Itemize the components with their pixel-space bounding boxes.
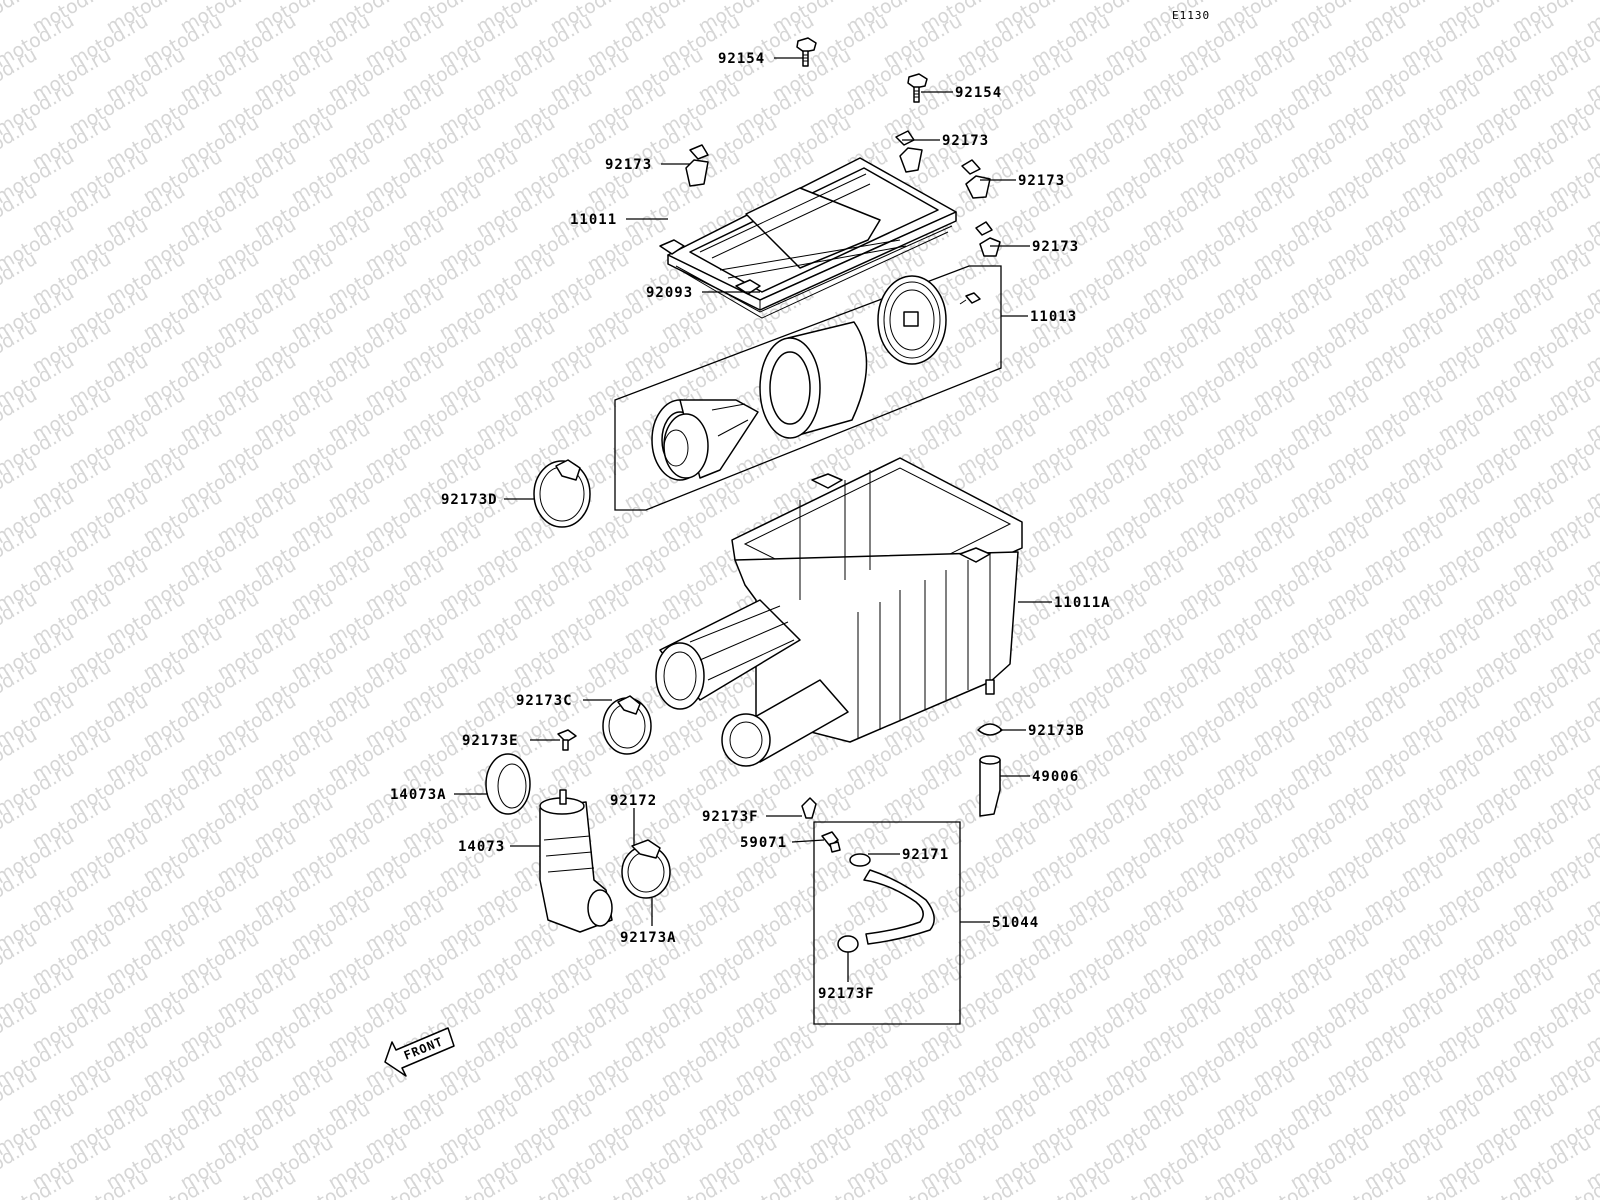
screw-92173E <box>557 729 577 751</box>
label-92173-right-2: 92173 <box>1018 173 1065 189</box>
label-11013: 11013 <box>1030 309 1077 325</box>
label-92173F-lower: 92173F <box>818 986 875 1002</box>
label-11011A: 11011A <box>1054 595 1111 611</box>
diagram-code: E1130 <box>1172 9 1210 22</box>
label-92172: 92172 <box>610 793 657 809</box>
label-92173-left: 92173 <box>605 157 652 173</box>
label-92171: 92171 <box>902 847 949 863</box>
clip-92173-right-1 <box>895 130 923 173</box>
clamp-92173D <box>533 459 591 528</box>
label-49006: 49006 <box>1032 769 1079 785</box>
label-92154-top: 92154 <box>718 51 765 67</box>
label-92093: 92093 <box>646 285 693 301</box>
label-92173F-upper: 92173F <box>702 809 759 825</box>
label-14073: 14073 <box>458 839 505 855</box>
label-11011: 11011 <box>570 212 617 228</box>
label-92173-right-1: 92173 <box>942 133 989 149</box>
fitting-59071 <box>821 831 841 853</box>
seal-14073A <box>485 753 531 815</box>
label-92173A: 92173A <box>620 930 677 946</box>
label-92173D: 92173D <box>441 492 498 508</box>
label-59071: 59071 <box>740 835 787 851</box>
label-92154-right: 92154 <box>955 85 1002 101</box>
label-92173E: 92173E <box>462 733 519 749</box>
label-92173-right-3: 92173 <box>1032 239 1079 255</box>
label-92173B: 92173B <box>1028 723 1085 739</box>
label-92173C: 92173C <box>516 693 573 709</box>
label-51044: 51044 <box>992 915 1039 931</box>
label-14073A: 14073A <box>390 787 447 803</box>
clip-92173-left <box>685 144 709 187</box>
